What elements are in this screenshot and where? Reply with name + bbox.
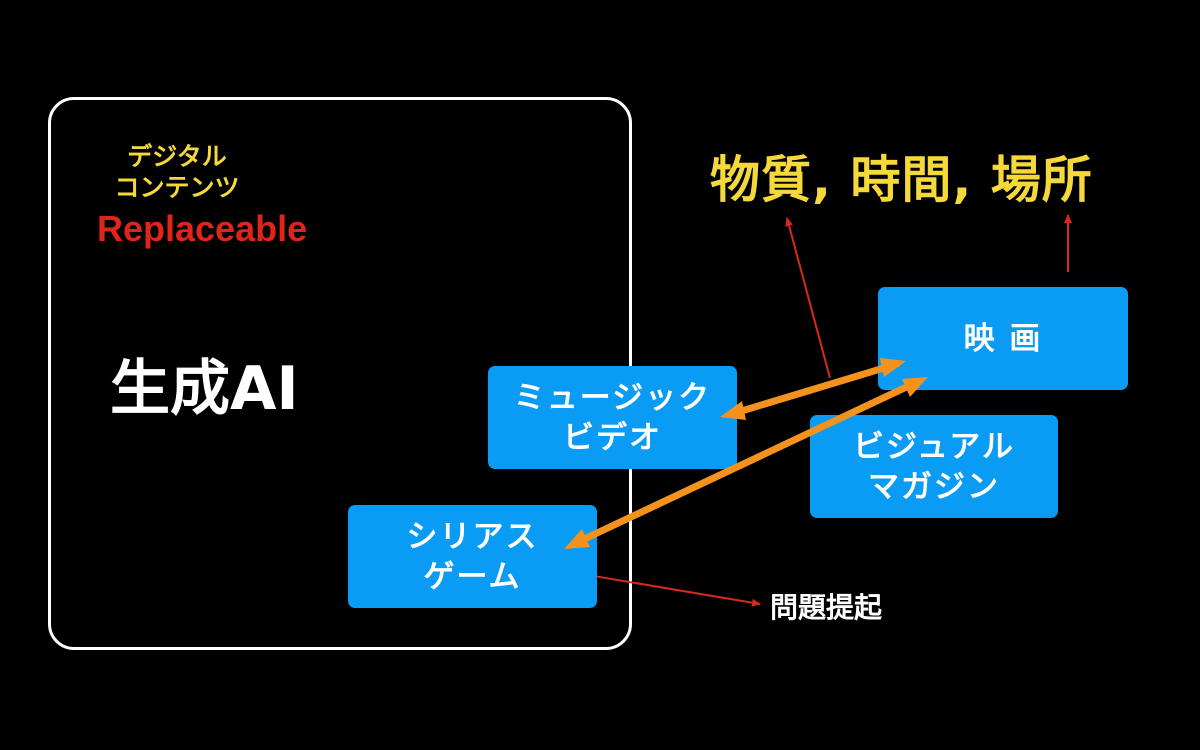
digital-content-label: デジタル コンテンツ (97, 141, 257, 203)
digital-content-line2: コンテンツ (114, 173, 240, 202)
red-arrow-to-problem (569, 571, 761, 607)
orange-arrow-music-video-movie (720, 358, 906, 420)
visual-magazine-line2: マガジン (868, 468, 1000, 505)
digital-content-line1: デジタル (127, 142, 227, 171)
serious-game-line1: シリアス (406, 518, 539, 555)
movie-box: 映 画 (878, 287, 1128, 390)
movie-label: 映 画 (963, 320, 1043, 357)
material-time-place-title: 物質, 時間, 場所 (710, 151, 1093, 209)
problem-statement-label: 問題提起 (770, 591, 883, 624)
visual-magazine-box: ビジュアル マガジン (810, 415, 1058, 518)
generative-ai-label: 生成AI (110, 354, 299, 424)
serious-game-line2: ゲーム (423, 558, 522, 595)
music-video-line2: ビデオ (563, 419, 662, 456)
red-arrow-to-title-left (785, 217, 831, 379)
music-video-box: ミュージック ビデオ (488, 366, 737, 469)
replaceable-label: Replaceable (97, 208, 308, 249)
orange-arrow-serious-game-movie (564, 377, 928, 549)
visual-magazine-line1: ビジュアル (853, 428, 1015, 465)
serious-game-box: シリアス ゲーム (348, 505, 597, 608)
music-video-line1: ミュージック (513, 379, 712, 416)
